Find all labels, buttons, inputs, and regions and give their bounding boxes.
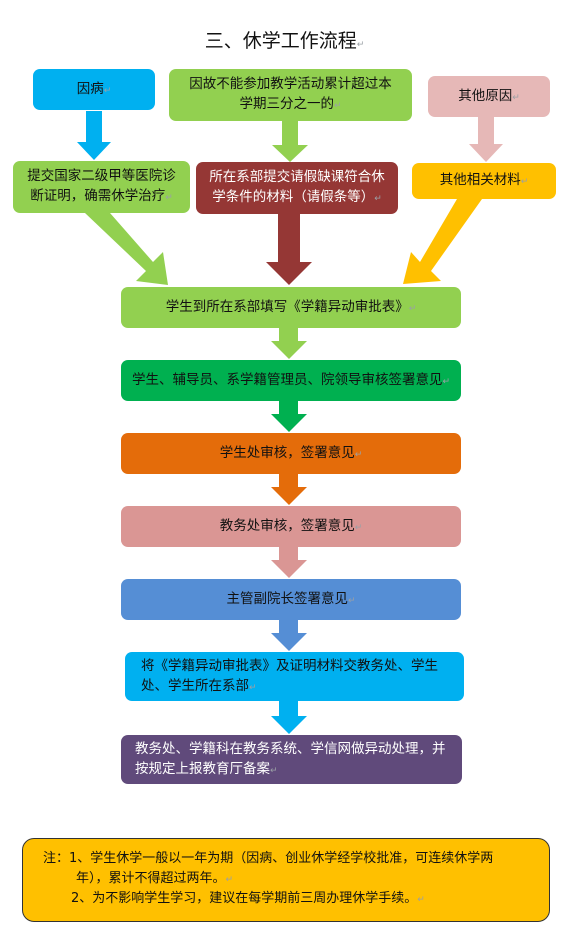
paragraph-mark: ↵	[356, 40, 365, 50]
box-step-form: 学生到所在系部填写《学籍异动审批表》↵	[121, 287, 461, 328]
page-title: 三、休学工作流程↵	[204, 30, 365, 52]
box-step-vice-president: 主管副院长签署意见↵	[121, 579, 461, 620]
arrow-illness-down	[77, 111, 111, 160]
arrow-absence-down	[272, 121, 308, 162]
note-line-3: 2、为不影响学生学习，建议在每学期前三周办理休学手续。↵	[71, 891, 425, 907]
arrow-leave-down	[266, 214, 312, 285]
arrow-other-diagonal	[403, 199, 482, 284]
box-step-review: 学生、辅导员、系学籍管理员、院领导审核签署意见↵	[121, 360, 461, 401]
arrow-submit-down	[271, 701, 307, 734]
arrow-vice-president-down	[271, 620, 307, 651]
box-doc-hospital: 提交国家二级甲等医院诊断证明，确需休学治疗↵	[13, 161, 190, 213]
box-step-student-office: 学生处审核，签署意见↵	[121, 433, 461, 474]
box-doc-leave: 所在系部提交请假缺课符合休学条件的材料（请假条等）↵	[196, 162, 398, 214]
box-reason-illness: 因病↵	[33, 69, 155, 110]
arrow-academic-office-down	[271, 547, 307, 578]
arrow-form-down	[271, 328, 307, 359]
box-reason-other: 其他原因↵	[428, 76, 550, 117]
box-step-academic-office: 教务处审核，签署意见↵	[121, 506, 461, 547]
box-step-submit: 将《学籍异动审批表》及证明材料交教务处、学生处、学生所在系部↵	[125, 652, 464, 701]
arrow-hospital-diagonal	[85, 213, 168, 285]
flow-arrows	[77, 111, 503, 734]
box-reason-absence: 因故不能参加教学活动累计超过本学期三分之一的↵	[169, 69, 412, 121]
note-line-2: 年），累计不得超过两年。↵	[76, 871, 234, 887]
arrow-review-down	[271, 401, 307, 432]
arrow-student-office-down	[271, 474, 307, 505]
box-step-system: 教务处、学籍科在教务系统、学信网做异动处理，并按规定上报教育厅备案↵	[121, 735, 462, 784]
note-box: 注：1、学生休学一般以一年为期（因病、创业休学经学校批准，可连续休学两 年），累…	[22, 838, 550, 922]
box-doc-other: 其他相关材料↵	[412, 163, 556, 199]
arrow-other-down	[469, 117, 503, 162]
note-line-1: 注：1、学生休学一般以一年为期（因病、创业休学经学校批准，可连续休学两	[43, 851, 494, 866]
